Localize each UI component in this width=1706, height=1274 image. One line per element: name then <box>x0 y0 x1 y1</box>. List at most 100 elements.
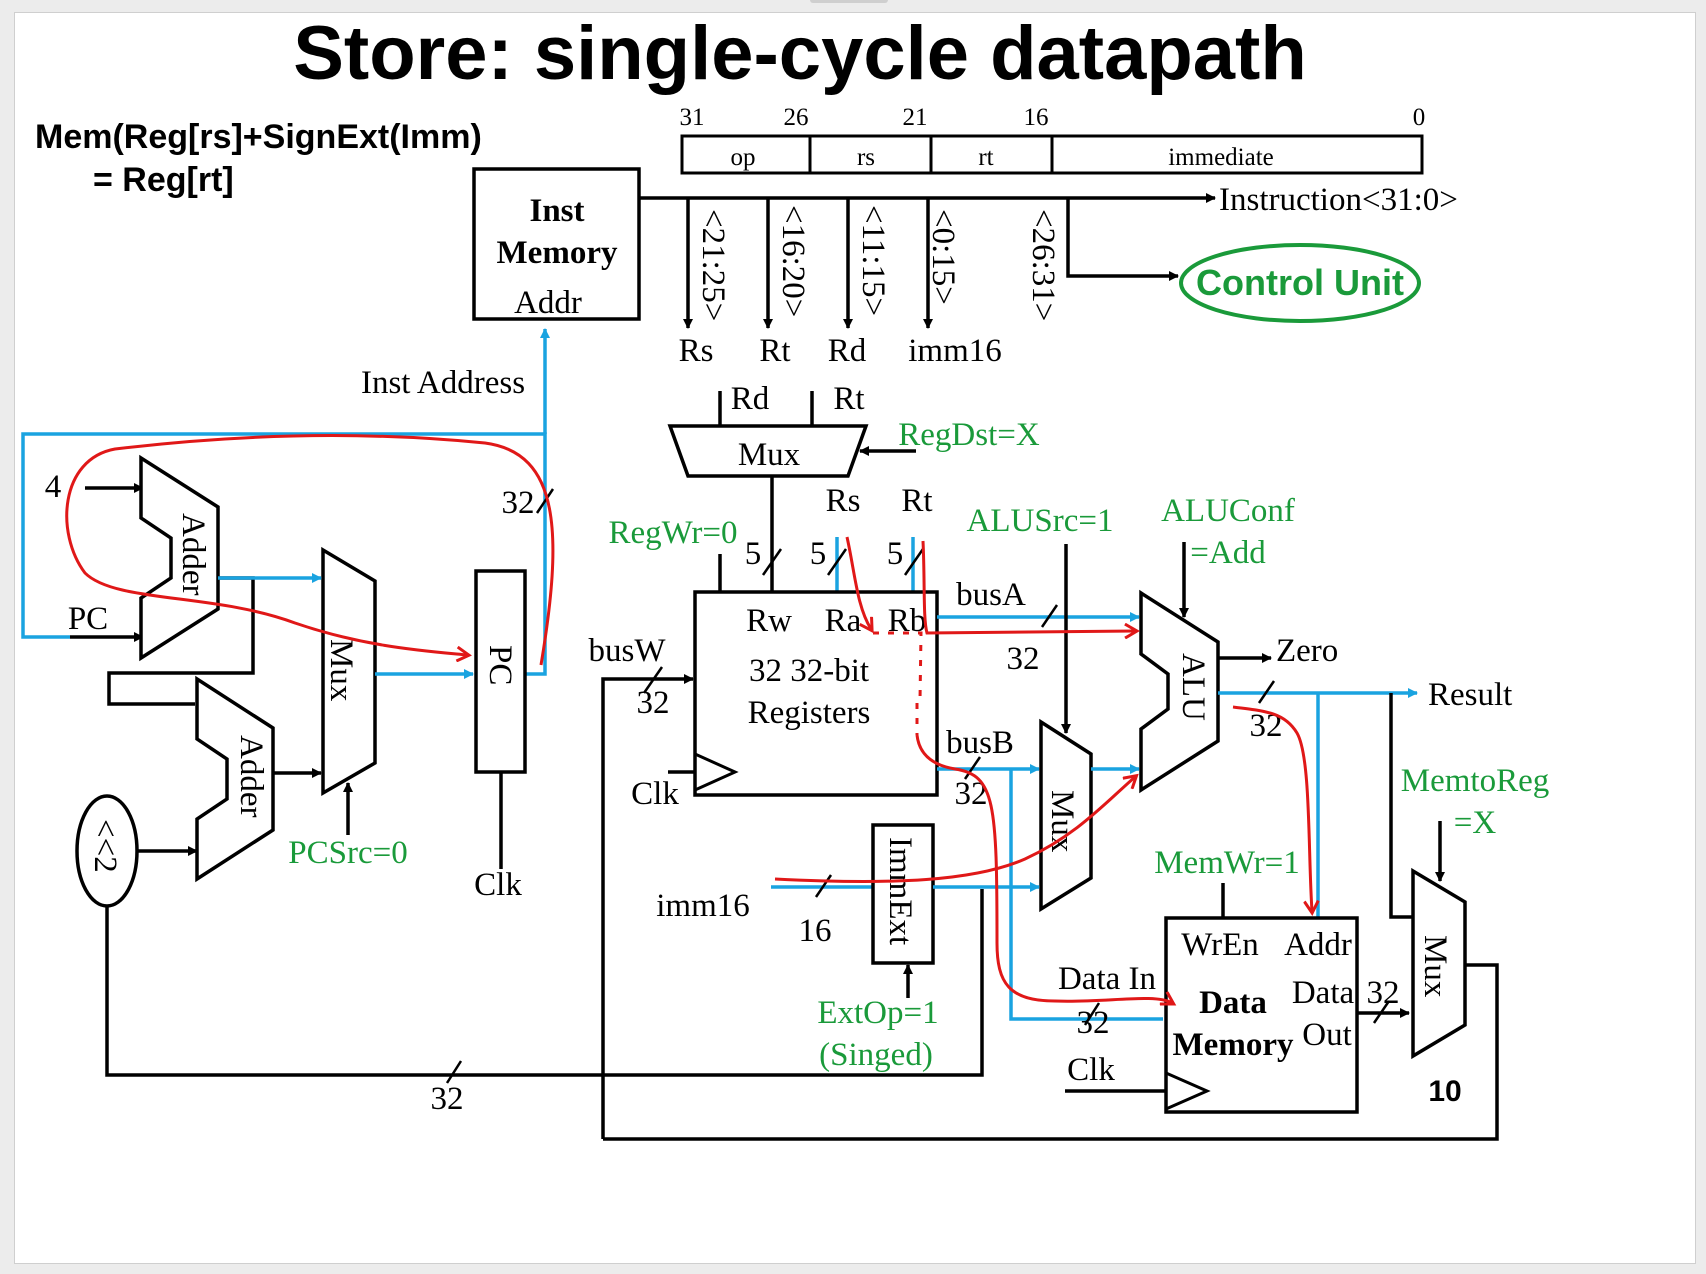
ra-width: 5 <box>810 536 827 572</box>
instruction-label: Instruction<31:0> <box>1219 182 1458 218</box>
zero-flag: Zero <box>1276 633 1338 669</box>
imm16-label: imm16 <box>656 888 750 924</box>
regdst-control: RegDst=X <box>898 417 1040 453</box>
bits-21-25: <21:25> <box>695 209 731 321</box>
extop-control: ExtOp=1 <box>817 995 938 1031</box>
inst-memory-line2: Memory <box>497 235 618 271</box>
memtoreg-mux <box>1411 867 1467 1060</box>
pc-adder-label: Adder <box>175 513 211 595</box>
pc-input-label: PC <box>68 601 108 637</box>
branch-adder <box>195 675 275 883</box>
pc-mux <box>321 546 377 797</box>
memtoreg-x: =X <box>1454 805 1497 841</box>
control-unit[interactable] <box>1179 243 1421 323</box>
busb-width: 32 <box>955 776 988 812</box>
pc-feedback-bus <box>21 432 547 676</box>
regfile-line1: 32 32-bit <box>749 653 869 689</box>
busb-label: busB <box>946 725 1014 761</box>
bit-16: 16 <box>1024 104 1049 131</box>
busw-wire <box>601 674 694 1139</box>
register-file <box>693 590 939 797</box>
regdst-in-rd: Rd <box>731 381 770 417</box>
busw-width: 32 <box>637 685 670 721</box>
regwr-control: RegWr=0 <box>608 515 737 551</box>
memtoreg-mux-label: Mux <box>1417 935 1453 998</box>
rs-input-label: Rs <box>826 483 861 519</box>
regdst-mux-label: Mux <box>738 437 801 473</box>
bits-16-20: <16:20> <box>775 205 811 317</box>
busw-label: busW <box>589 633 667 669</box>
bit-31: 31 <box>680 104 705 131</box>
regdst-mux <box>667 424 869 478</box>
bits-11-15: <11:15> <box>855 205 891 316</box>
result-label: Result <box>1428 677 1512 713</box>
dmem-line1: Data <box>1199 985 1267 1021</box>
control-unit-label: Control Unit <box>1196 262 1404 303</box>
dmem-dataout1: Data <box>1292 975 1355 1011</box>
regfile-clk: Clk <box>631 776 679 812</box>
inst-address-label: Inst Address <box>361 365 525 401</box>
field-out-rs: Rs <box>679 333 714 369</box>
pc-width: 32 <box>502 485 535 521</box>
alu-label: ALU <box>1175 653 1211 721</box>
bit-26: 26 <box>784 104 809 131</box>
field-op: op <box>731 144 756 171</box>
dmem-line2: Memory <box>1173 1027 1294 1063</box>
bits-26-31: <26:31> <box>1025 209 1061 321</box>
memtoreg-control: MemtoReg <box>1401 763 1549 799</box>
data-memory <box>1164 916 1359 1114</box>
field-rt: rt <box>978 144 993 171</box>
datapath-diagram: Store: single-cycle datapath Mem(Reg[rs]… <box>21 13 1549 1141</box>
const-four: 4 <box>45 469 62 505</box>
pc-clk: Clk <box>474 867 522 903</box>
aluconf-add: =Add <box>1190 535 1266 571</box>
field-rs: rs <box>857 144 875 171</box>
slide: Store: single-cycle datapath Mem(Reg[rs]… <box>14 12 1696 1264</box>
equation-line2: = Reg[rt] <box>93 161 234 199</box>
imm16-width: 16 <box>799 913 832 949</box>
busa-width: 32 <box>1007 641 1040 677</box>
field-out-rt: Rt <box>759 333 790 369</box>
window-tab-handle[interactable] <box>810 0 888 3</box>
regdst-in-rt: Rt <box>833 381 864 417</box>
inst-memory-line1: Inst <box>529 193 584 229</box>
regfile-line2: Registers <box>748 695 871 731</box>
rw-port: Rw <box>746 603 792 639</box>
bit-0: 0 <box>1413 104 1426 131</box>
branch-adder-label: Adder <box>233 735 269 817</box>
busa-label: busA <box>956 577 1026 613</box>
dmem-wren: WrEn <box>1181 927 1258 963</box>
dmem-dataout2: Out <box>1302 1017 1352 1053</box>
page-number: 10 <box>1428 1075 1461 1108</box>
imm-ext-label: ImmExt <box>882 837 918 945</box>
extop-signed: (Singed) <box>819 1037 933 1073</box>
rb-width: 5 <box>887 536 904 572</box>
branch-width: 32 <box>431 1081 464 1117</box>
alusrc-mux <box>1039 718 1093 913</box>
pc-mux-label: Mux <box>323 639 359 702</box>
inst-memory-addr: Addr <box>514 285 582 321</box>
field-out-rd: Rd <box>828 333 867 369</box>
shift-label: <<2 <box>87 819 123 873</box>
dataout-width: 32 <box>1367 975 1400 1011</box>
ra-port: Ra <box>825 603 862 639</box>
equation-line1: Mem(Reg[rs]+SignExt(Imm) <box>35 118 482 156</box>
rw-width: 5 <box>745 536 762 572</box>
rt-input-label: Rt <box>901 483 932 519</box>
aluconf-control: ALUConf <box>1161 493 1295 529</box>
inst-memory-block <box>472 167 641 321</box>
dmem-addr: Addr <box>1284 927 1352 963</box>
instruction-format: 31 26 21 16 0 op rs rt immediate <box>680 104 1426 175</box>
imm-extender <box>871 823 935 965</box>
dmem-clk: Clk <box>1067 1052 1115 1088</box>
bits-0-15: <0:15> <box>925 209 961 305</box>
pc-adder <box>139 454 220 662</box>
alusrc-control: ALUSrc=1 <box>967 503 1114 539</box>
field-out-imm16: imm16 <box>908 333 1002 369</box>
store-path-annotation <box>65 434 1312 1003</box>
bit-21: 21 <box>903 104 928 131</box>
alusrc-mux-label: Mux <box>1044 790 1080 853</box>
dmem-datain: Data In <box>1058 961 1156 997</box>
page-title: Store: single-cycle datapath <box>293 13 1307 96</box>
field-immediate: immediate <box>1168 144 1274 171</box>
